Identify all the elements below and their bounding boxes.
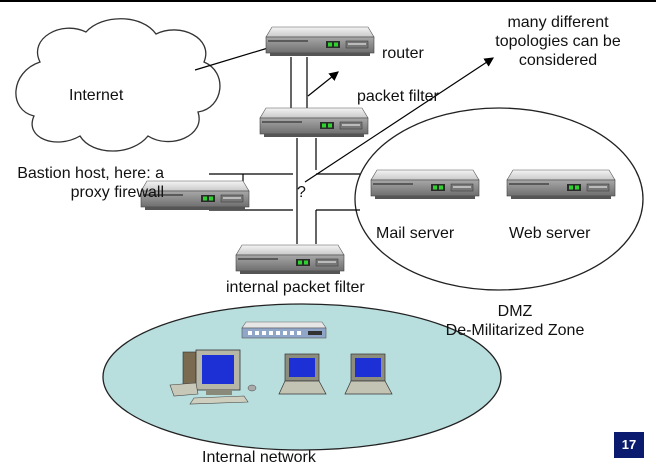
mail-server-icon xyxy=(370,169,480,200)
bastion-line-1: Bastion host, here: a xyxy=(17,165,164,182)
topologies-line-3: considered xyxy=(518,52,598,69)
router-icon xyxy=(265,26,375,57)
laptop-icon xyxy=(344,353,393,395)
mail-server-label: Mail server xyxy=(376,225,455,242)
top-rule xyxy=(0,0,656,2)
question-mark: ? xyxy=(297,184,306,201)
internet-label: Internet xyxy=(69,87,124,104)
page-number-badge: 17 xyxy=(614,432,644,458)
bastion-line-2: proxy firewall xyxy=(70,184,164,201)
topologies-note: many different topologies can be conside… xyxy=(488,13,628,70)
topologies-line-2: topologies can be xyxy=(495,33,621,50)
router-label: router xyxy=(382,45,424,62)
bastion-host-label: Bastion host, here: a proxy firewall xyxy=(0,164,164,202)
internal-packet-filter-icon xyxy=(235,244,345,275)
internal-packet-filter-label: internal packet filter xyxy=(226,279,365,296)
packet-filter-label: packet filter xyxy=(357,88,439,105)
laptop-icon xyxy=(278,353,327,395)
internet-cloud xyxy=(15,18,221,152)
dmz-label: DMZ De-Militarized Zone xyxy=(430,302,600,340)
web-server-label: Web server xyxy=(509,225,591,242)
internal-network-label: Internal network xyxy=(202,449,316,466)
network-hub-icon xyxy=(241,321,327,339)
dmz-line-2: De-Militarized Zone xyxy=(445,322,585,339)
dmz-line-1: DMZ xyxy=(497,303,533,320)
web-server-icon xyxy=(506,169,616,200)
topologies-line-1: many different xyxy=(507,14,609,31)
desktop-computer-icon xyxy=(169,349,257,405)
connection-lines xyxy=(194,47,495,244)
dmz-ellipse xyxy=(354,107,644,291)
packet-filter-icon xyxy=(259,107,369,138)
